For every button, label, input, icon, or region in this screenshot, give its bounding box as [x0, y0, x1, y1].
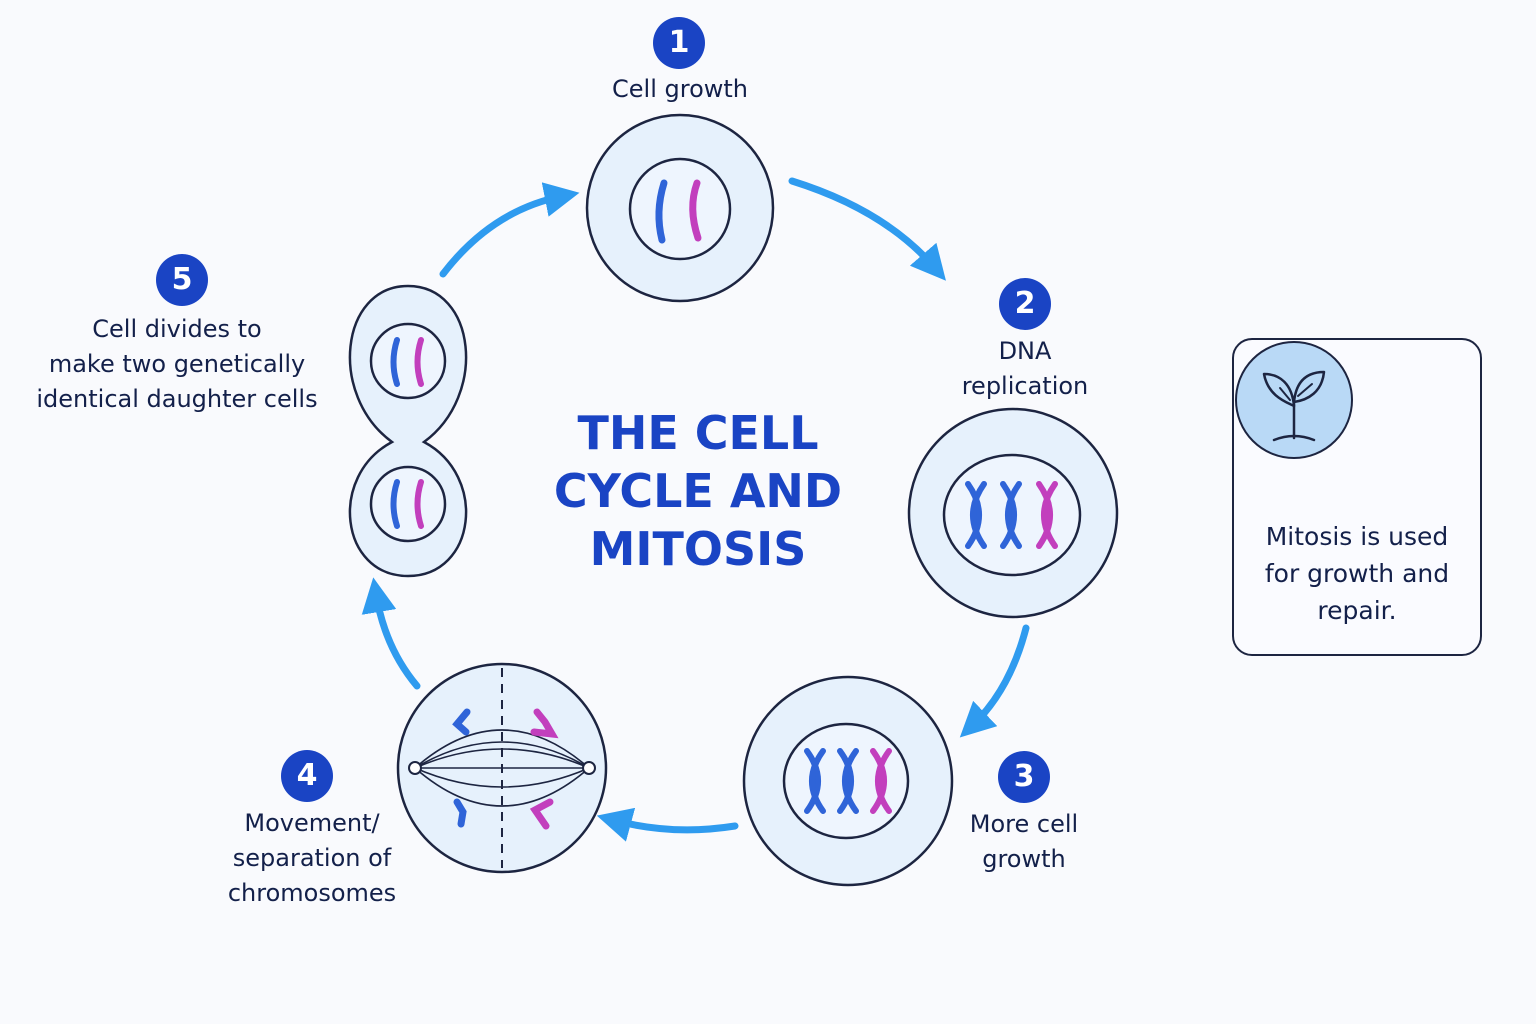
- cycle-arrows: [361, 177, 1030, 842]
- chromatids-moving-left: [452, 708, 471, 828]
- chromosome-pair-magenta: [1036, 481, 1058, 549]
- info-text: Mitosis is used for growth and repair.: [1234, 518, 1480, 629]
- title-line: CYCLE AND: [553, 464, 843, 518]
- step-4-label: Movement/ separation of chromosomes: [207, 806, 417, 911]
- step-3-label: More cell growth: [934, 807, 1114, 877]
- label-line: More cell: [969, 810, 1079, 838]
- chromatids-moving-right: [529, 708, 559, 830]
- step-2-badge: 2: [999, 278, 1051, 330]
- title-line: MITOSIS: [589, 522, 807, 576]
- centrosome-right: [582, 761, 596, 775]
- title-line: THE CELL: [577, 406, 819, 460]
- chromosome-pair-blue: [1000, 481, 1022, 549]
- chromosome-pair-magenta: [870, 748, 892, 814]
- chromosome-separation-cell: [396, 662, 608, 874]
- diagram-title: THE CELL CYCLE AND MITOSIS: [548, 404, 848, 578]
- arrow-step1-to-step2: [788, 177, 946, 281]
- label-line: make two genetically: [48, 350, 306, 378]
- cell-growth-cell: [585, 113, 775, 303]
- sprout-icon: [1235, 341, 1353, 459]
- chromosome-pair-blue: [965, 481, 987, 549]
- info-box: Mitosis is used for growth and repair.: [1232, 338, 1482, 656]
- info-line: for growth and: [1264, 559, 1450, 588]
- step-2-label: DNA replication: [925, 334, 1125, 404]
- label-line: chromosomes: [227, 879, 397, 907]
- arrow-step5-to-step1: [439, 182, 580, 278]
- label-line: Cell divides to: [92, 315, 262, 343]
- chromosome-blue: [655, 179, 668, 244]
- nucleus: [628, 157, 732, 261]
- label-line: identical daughter cells: [36, 385, 318, 413]
- chromosome-blue: [390, 337, 400, 387]
- step-4-badge: 4: [281, 750, 333, 802]
- chromosome-magenta: [414, 479, 424, 529]
- daughter-nucleus-top: [369, 322, 447, 400]
- more-cell-growth-cell: [742, 675, 954, 887]
- daughter-nucleus-bottom: [369, 465, 447, 543]
- arrow-step3-to-step4: [596, 807, 739, 842]
- label-line: separation of: [232, 844, 392, 872]
- step-3-badge: 3: [998, 751, 1050, 803]
- label-line: Cell growth: [612, 75, 748, 103]
- step-1-label: Cell growth: [580, 72, 780, 107]
- label-line: DNA: [998, 337, 1052, 365]
- dna-replication-cell: [907, 407, 1119, 619]
- arrow-step2-to-step3: [959, 624, 1030, 738]
- step-1-badge: 1: [653, 17, 705, 69]
- chromosome-pair-blue: [837, 748, 859, 814]
- label-line: Movement/: [244, 809, 380, 837]
- spindle-fibers: [414, 729, 590, 807]
- step-5-badge: 5: [156, 254, 208, 306]
- chromosome-blue: [390, 479, 400, 529]
- arrow-step4-to-step5: [361, 577, 421, 690]
- centrosome-left: [408, 761, 422, 775]
- step-5-label: Cell divides to make two genetically ide…: [22, 312, 332, 417]
- info-line: repair.: [1317, 596, 1397, 625]
- chromosome-magenta: [689, 179, 702, 242]
- label-line: growth: [982, 845, 1066, 873]
- chromosome-pair-blue: [804, 748, 826, 814]
- chromosome-magenta: [414, 337, 424, 387]
- info-line: Mitosis is used: [1265, 522, 1449, 551]
- label-line: replication: [961, 372, 1089, 400]
- dividing-cell: [348, 284, 468, 578]
